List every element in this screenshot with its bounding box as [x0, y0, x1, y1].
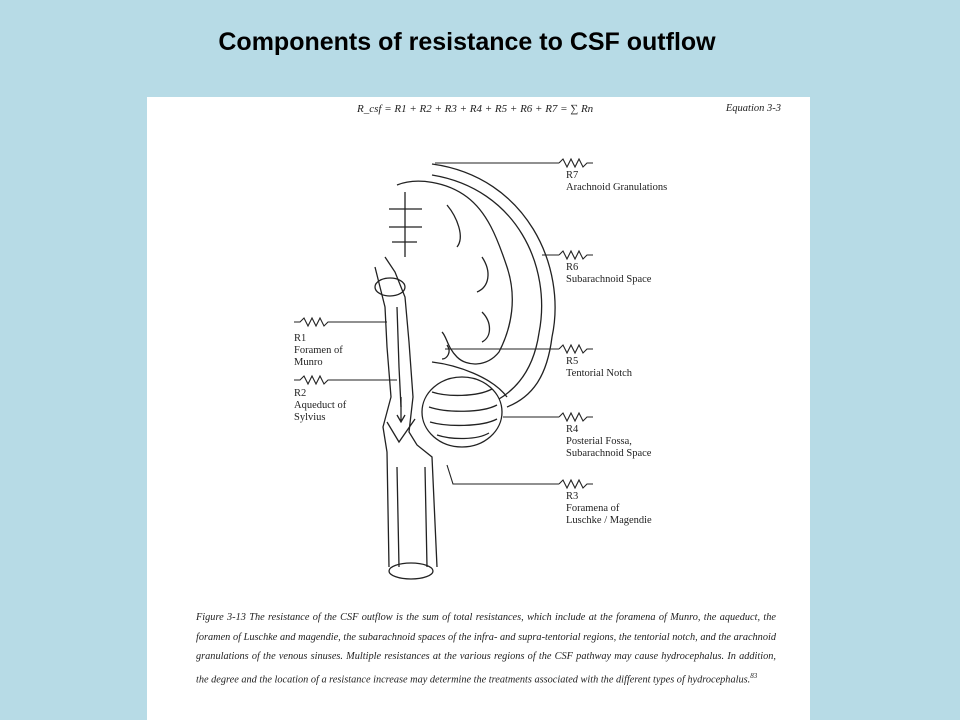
r4-name: Posterial Fossa, Subarachnoid Space [566, 436, 652, 459]
r3-resistor [558, 478, 593, 490]
r2-resistor [294, 374, 397, 386]
r4-resistor [558, 411, 593, 423]
figure-panel: R_csf = R1 + R2 + R3 + R4 + R5 + R6 + R7… [147, 97, 810, 720]
caption-text: Figure 3-13 The resistance of the CSF ou… [196, 612, 776, 685]
inner-arc [431, 174, 543, 400]
r5-id: R5 [566, 356, 579, 367]
r1-name: Foramen of Munro [294, 345, 343, 368]
r3-name: Foramena of Luschke / Magendie [566, 503, 652, 526]
gyrus-3 [481, 311, 491, 343]
equation: R_csf = R1 + R2 + R3 + R4 + R5 + R6 + R7… [357, 103, 594, 115]
r2-name: Aqueduct of Sylvius [294, 400, 347, 423]
lateral-ventricle [374, 277, 406, 297]
r4-id: R4 [566, 424, 579, 435]
r1-id: R1 [294, 333, 307, 344]
equation-label: Equation 3-3 [725, 103, 781, 114]
tentorium [431, 361, 508, 398]
gyrus-1 [446, 204, 461, 248]
slide-title: Components of resistance to CSF outflow [218, 28, 716, 56]
cerebellum-folia [428, 388, 498, 440]
spinal-cord [396, 466, 428, 568]
fourth-ventricle [386, 418, 416, 444]
r5-name: Tentorial Notch [566, 368, 633, 379]
r3-line [446, 464, 559, 485]
figure-caption: Figure 3-13 The resistance of the CSF ou… [196, 608, 776, 689]
aqueduct [396, 306, 402, 408]
r6-name: Subarachnoid Space [566, 274, 652, 285]
spinal-end [388, 562, 434, 580]
r5-resistor [558, 343, 593, 355]
resistor-leaders [294, 157, 593, 490]
gyrus-2 [476, 256, 489, 293]
cerebellum [421, 376, 503, 448]
r2-id: R2 [294, 388, 307, 399]
r1-resistor [294, 316, 387, 328]
brain-diagram [294, 157, 593, 580]
dura-arc [431, 163, 556, 408]
tentorial-notch [441, 344, 450, 360]
cortex [396, 180, 513, 365]
caption-ref: 83 [750, 671, 758, 680]
ventricle-column [384, 256, 438, 568]
r3-id: R3 [566, 491, 579, 502]
r7-name: Arachnoid Granulations [566, 182, 668, 193]
r6-resistor [558, 249, 593, 261]
falx-branches [389, 208, 422, 243]
r7-id: R7 [566, 170, 579, 181]
aqueduct-arrow [396, 397, 406, 424]
ventricle-column-left [374, 266, 392, 568]
r6-id: R6 [566, 262, 579, 273]
r7-resistor [558, 157, 593, 169]
